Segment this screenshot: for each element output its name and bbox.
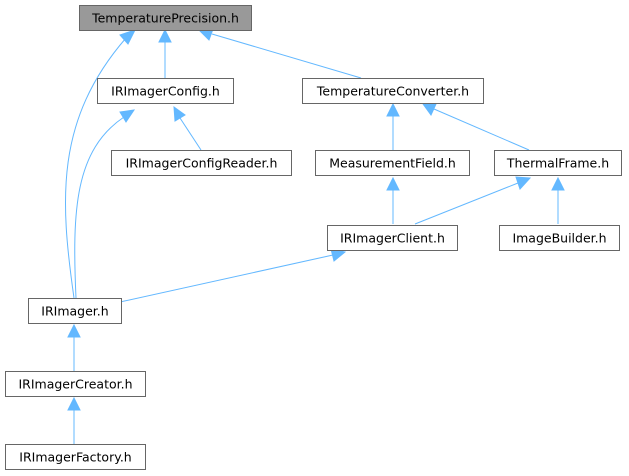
edge-irimagerconfig-to-temperatureprecision <box>158 28 172 78</box>
graph-edges <box>64 28 565 444</box>
node-irimagerconfig[interactable]: IRImagerConfig.h <box>97 78 234 104</box>
node-label: IRImagerConfigReader.h <box>126 156 278 171</box>
node-label: IRImagerCreator.h <box>18 377 132 392</box>
edge-irimager-to-irimagerclient <box>119 248 347 303</box>
node-irimagercreator[interactable]: IRImagerCreator.h <box>5 371 146 397</box>
node-thermalframe[interactable]: ThermalFrame.h <box>494 150 622 176</box>
node-irimager[interactable]: IRImager.h <box>28 298 122 324</box>
edge-irimagerconfigreader-to-irimagerconfig <box>173 105 202 151</box>
node-label: TemperaturePrecision.h <box>91 11 239 26</box>
node-irimagerclient[interactable]: IRImagerClient.h <box>327 225 458 251</box>
graph-nodes: TemperaturePrecision.h IRImagerConfig.h … <box>5 5 622 470</box>
node-measurementfield[interactable]: MeasurementField.h <box>315 150 470 176</box>
node-label: ThermalFrame.h <box>506 156 609 171</box>
edge-irimagerclient-to-measurementfield <box>386 176 400 224</box>
node-label: IRImager.h <box>41 304 108 319</box>
edge-irimager-to-irimagerconfig <box>74 109 136 299</box>
edge-irimagerfactory-to-irimagercreator <box>67 396 81 444</box>
edge-irimagercreator-to-irimager <box>67 323 81 371</box>
node-label: IRImagerFactory.h <box>19 450 131 465</box>
node-label: TemperatureConverter.h <box>316 84 469 99</box>
edge-irimagerclient-to-thermalframe <box>414 176 532 225</box>
node-imagebuilder[interactable]: ImageBuilder.h <box>499 225 620 251</box>
node-irimagerconfigreader[interactable]: IRImagerConfigReader.h <box>111 150 292 176</box>
edge-temperatureconverter-to-temperatureprecision <box>198 28 362 79</box>
node-label: MeasurementField.h <box>329 156 456 171</box>
node-temperatureconverter[interactable]: TemperatureConverter.h <box>302 78 484 104</box>
node-label: IRImagerConfig.h <box>111 84 220 99</box>
edge-imagebuilder-to-thermalframe <box>551 176 565 224</box>
edge-irimager-to-temperatureprecision <box>64 29 136 299</box>
node-irimagerfactory[interactable]: IRImagerFactory.h <box>5 444 146 470</box>
node-label: ImageBuilder.h <box>512 231 606 246</box>
node-label: IRImagerClient.h <box>340 231 445 246</box>
edge-measurementfield-to-temperatureconverter <box>386 102 400 150</box>
node-temperatureprecision: TemperaturePrecision.h <box>79 5 252 31</box>
edge-thermalframe-to-temperatureconverter <box>422 103 530 151</box>
